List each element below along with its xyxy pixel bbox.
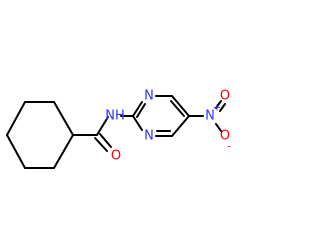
- bond: [215, 123, 222, 132]
- bond: [6, 101, 26, 136]
- bond: [132, 115, 143, 131]
- nitro-group: [188, 100, 226, 132]
- bond: [6, 134, 26, 169]
- amide-nitrogen-label: NH: [105, 109, 125, 124]
- double-bond: [94, 137, 108, 152]
- amide-group: [72, 115, 134, 152]
- double-bond: [219, 103, 226, 112]
- nitro-nitrogen-charge: +: [213, 103, 221, 114]
- cyclohexane-ring: [6, 101, 74, 169]
- double-bond: [170, 100, 185, 117]
- bond: [96, 116, 109, 136]
- bond: [132, 101, 143, 117]
- atom-labels: NH N N O N + O O -: [105, 89, 231, 164]
- nitro-oxygen-charge: -: [227, 142, 231, 153]
- double-bond: [99, 133, 112, 148]
- ring-nitrogen-bottom-label: N: [144, 129, 154, 144]
- nitro-nitrogen-label: N: [205, 109, 215, 124]
- nitro-oxygen-bottom-label: O: [220, 129, 230, 144]
- chemical-structure: NH N N O N + O O -: [6, 89, 231, 169]
- pyrimidine-ring: [132, 95, 190, 137]
- ring-nitrogen-top-label: N: [144, 89, 154, 104]
- nitro-oxygen-top-label: O: [220, 89, 230, 104]
- bond: [171, 95, 190, 117]
- double-bond: [215, 100, 222, 109]
- bond: [53, 101, 74, 136]
- double-bond: [136, 103, 146, 118]
- bond: [53, 134, 74, 169]
- carbonyl-oxygen-label: O: [111, 149, 121, 164]
- bond: [171, 115, 190, 137]
